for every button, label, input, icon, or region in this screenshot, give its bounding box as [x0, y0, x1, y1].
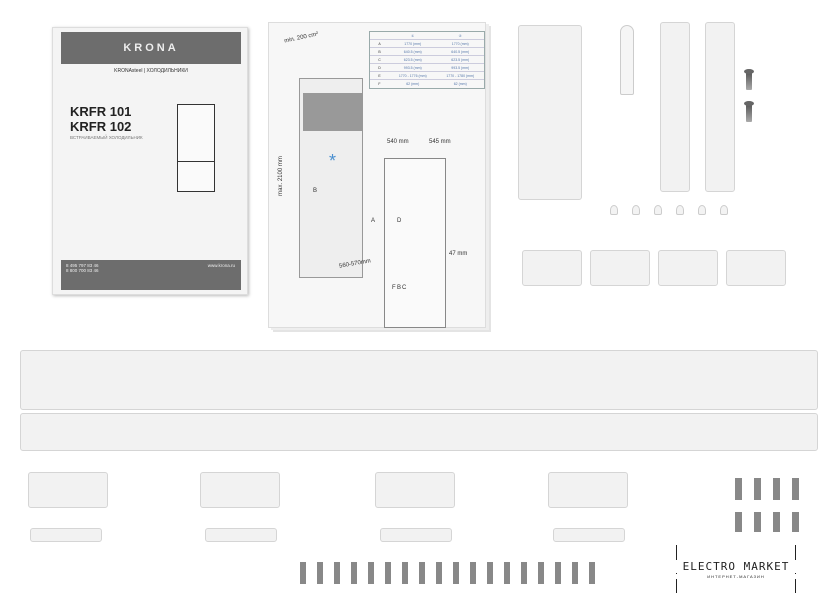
rail-cover: [20, 413, 818, 451]
phone-2: 8 800 700 83 46: [66, 268, 99, 273]
screw-group: [735, 478, 801, 500]
pin: [676, 205, 684, 215]
label-c: C: [402, 285, 407, 291]
installation-diagram: min. 200 cm² max. 2100 mm B * 560-570mm …: [268, 22, 486, 328]
strip: [205, 528, 277, 542]
clip: [726, 250, 786, 286]
watermark-tagline: ИНТЕРНЕТ-МАГАЗИН: [666, 574, 806, 579]
clip: [522, 250, 582, 286]
pin: [632, 205, 640, 215]
label-b: B: [313, 188, 318, 194]
phone-1: 8 495 797 83 46: [66, 263, 99, 268]
strip: [553, 528, 625, 542]
label-f: F: [392, 285, 396, 291]
label-b2: B: [397, 285, 402, 291]
door-bracket: [518, 25, 582, 200]
label-a: A: [371, 218, 376, 224]
fridge-drawing: [384, 158, 446, 328]
manual-description: ВСТРАИВАЕМЫЙ ХОЛОДИЛЬНИК: [70, 135, 143, 140]
model-1: KRFR 101: [70, 104, 132, 119]
brand-logo: KRONA: [61, 32, 241, 64]
snowflake-icon: *: [329, 151, 337, 171]
clip: [658, 250, 718, 286]
ventilation-label: min. 200 cm²: [283, 31, 319, 45]
screw-group: [735, 512, 801, 532]
max-height-label: max. 2100 mm: [277, 156, 284, 196]
cabinet-top: [303, 93, 363, 131]
model-2: KRFR 102: [70, 119, 132, 134]
manual-cover: KRONA KRONAsteel | ХОЛОДИЛЬНИКИ KRFR 101…: [52, 27, 248, 295]
slide-guide: [548, 472, 628, 508]
gap-label: 47 mm: [449, 251, 468, 257]
screw-row: [300, 562, 595, 584]
rail-strip: [20, 350, 818, 410]
manual-footer: 8 495 797 83 46 8 800 700 83 46 www.kron…: [61, 260, 241, 290]
hinge-bracket: [660, 22, 690, 192]
slide-guide: [375, 472, 455, 508]
pin: [610, 205, 618, 215]
pin: [654, 205, 662, 215]
slide-guide: [200, 472, 280, 508]
screwdriver-tool: [620, 25, 634, 95]
pin: [698, 205, 706, 215]
clip: [590, 250, 650, 286]
screw: [744, 101, 754, 122]
website: www.krona.ru: [207, 263, 235, 268]
label-d: D: [397, 218, 402, 224]
screw: [744, 69, 754, 90]
watermark-title: ELECTRO MARKET: [666, 560, 806, 573]
pin: [720, 205, 728, 215]
width-label: 540 mm: [387, 139, 409, 145]
fridge-icon: [177, 104, 215, 192]
slide-guide: [28, 472, 108, 508]
strip: [30, 528, 102, 542]
depth-label: 545 mm: [429, 139, 451, 145]
manual-subtitle: KRONAsteel | ХОЛОДИЛЬНИКИ: [114, 68, 188, 74]
strip: [380, 528, 452, 542]
hinge-bracket: [705, 22, 735, 192]
